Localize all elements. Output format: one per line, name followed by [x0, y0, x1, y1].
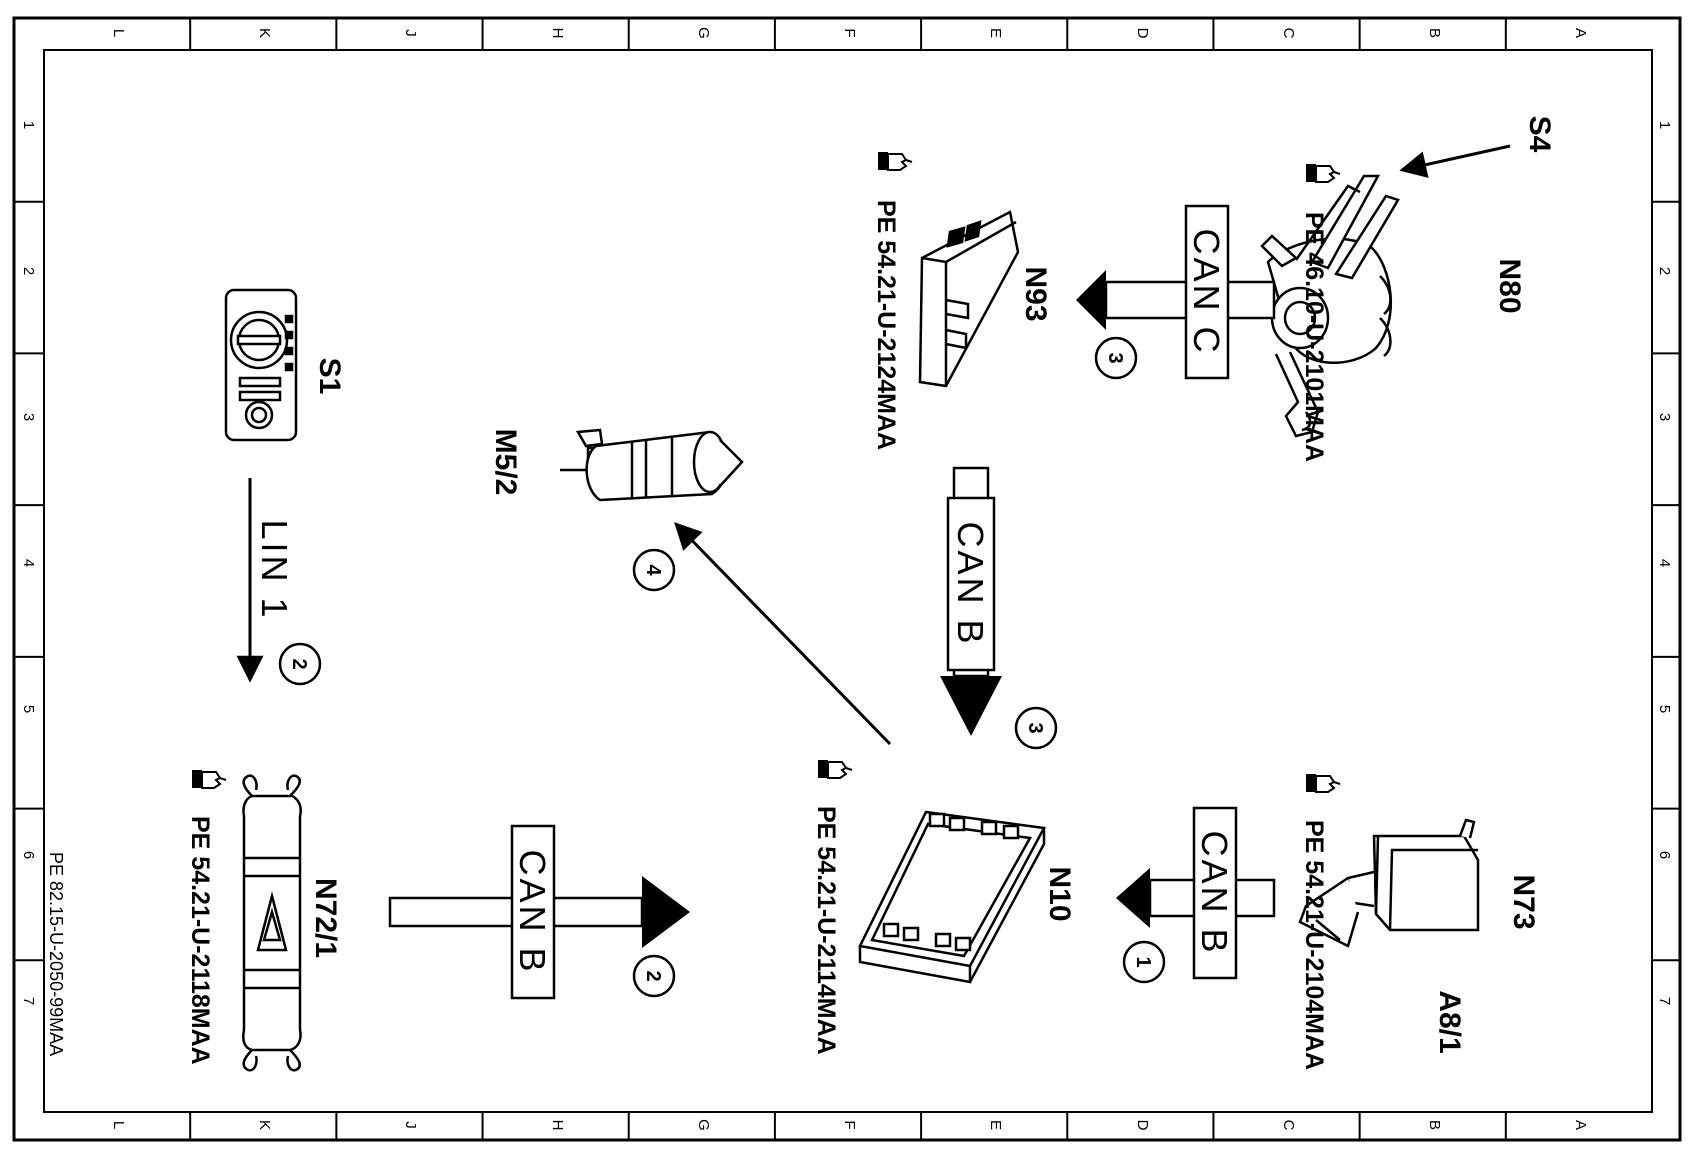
- grid-number-right: 5: [1656, 705, 1673, 713]
- grid-number-left: 5: [20, 705, 37, 713]
- can-b-connection-bottom: CAN B: [388, 824, 690, 1000]
- grid-number-left: 2: [20, 267, 37, 275]
- grid-number-right: 3: [1656, 413, 1673, 421]
- label-n72-1: N72/1: [309, 878, 342, 958]
- label-n93: N93: [1019, 266, 1052, 321]
- grid-letter-top: A: [1572, 28, 1589, 38]
- grid-number-left: 3: [20, 413, 37, 421]
- step-2-can: 2: [642, 970, 664, 981]
- grid-letter-bottom: G: [695, 1119, 712, 1131]
- reference-n73-text: PE 54.21-U-2104MAA: [1300, 820, 1328, 1070]
- reference-n72-1: PE 54.21-U-2118MAA: [186, 770, 227, 1065]
- grid-lines: [14, 18, 1680, 1140]
- grid-letter-bottom: D: [1134, 1120, 1151, 1131]
- reference-n72-1-text: PE 54.21-U-2118MAA: [186, 816, 214, 1065]
- can-b-bottom-label: CAN B: [512, 849, 553, 974]
- label-n10: N10: [1043, 866, 1076, 921]
- grid-number-left: 1: [20, 121, 37, 129]
- lin1-label: LIN 1: [254, 519, 295, 620]
- grid-letter-top: H: [549, 28, 566, 39]
- document-id: PE 82.15-U-2050-99MAA: [46, 852, 66, 1056]
- grid-number-left: 6: [20, 851, 37, 859]
- pointing-hand-icon: [878, 152, 913, 171]
- grid-letter-bottom: B: [1426, 1120, 1443, 1130]
- grid-letters-bottom: L K J H G F E D C B A: [110, 1119, 1589, 1131]
- component-labels: S4 N80 N93 S1 M5/2 N10 N73 A8/1 N72/1: [309, 116, 1556, 1054]
- grid-letter-top: B: [1426, 28, 1443, 38]
- reference-n80-text: PE 46.10-U-2101MAA: [1300, 212, 1328, 462]
- grid-letter-top: D: [1134, 28, 1151, 39]
- can-b-right-label: CAN B: [1194, 830, 1235, 955]
- step-1: 1: [1132, 956, 1154, 967]
- can-c-connection: CAN C: [1076, 204, 1276, 380]
- grid-numbers-right: 1 2 3 4 5 6 7: [1656, 121, 1673, 1005]
- grid-number-right: 1: [1656, 121, 1673, 129]
- grid-number-left: 4: [20, 559, 37, 567]
- can-b-connection-vertical: CAN B: [940, 466, 1002, 736]
- grid-letter-top: E: [987, 28, 1004, 38]
- upper-control-panel-icon: [242, 774, 302, 1072]
- step-circles: 3 3 1 4 2 2: [278, 336, 1166, 998]
- pointing-hand-icon: [1306, 774, 1341, 793]
- grid-letter-top: J: [402, 29, 419, 37]
- grid-frame: [12, 16, 1682, 1142]
- can-c-label: CAN C: [1186, 228, 1227, 355]
- step-2-lin: 2: [288, 658, 310, 669]
- grid-number-right: 7: [1656, 997, 1673, 1005]
- step-3-can-c: 3: [1104, 352, 1126, 363]
- reference-n93: PE 54.21-U-2124MAA: [872, 152, 913, 450]
- grid-number-right: 6: [1656, 851, 1673, 859]
- grid-numbers-left: 1 2 3 4 5 6 7: [20, 121, 37, 1005]
- grid-number-right: 2: [1656, 267, 1673, 275]
- pointing-hand-icon: [818, 760, 853, 779]
- s4-pointer-arrow: [1399, 144, 1511, 178]
- reference-n10: PE 54.21-U-2114MAA: [812, 760, 853, 1055]
- label-s4: S4: [1523, 116, 1556, 153]
- grid-letters-top: L K J H G F E D C B A: [110, 27, 1589, 39]
- grid-letter-top: G: [695, 27, 712, 39]
- step-3-can-b: 3: [1024, 722, 1046, 733]
- label-n73: N73: [1507, 874, 1540, 929]
- control-unit-n93-icon: [918, 210, 1020, 388]
- grid-number-right: 4: [1656, 559, 1673, 567]
- reference-n93-text: PE 54.21-U-2124MAA: [872, 200, 900, 450]
- label-m5-2: M5/2: [489, 429, 522, 496]
- grid-letter-bottom: J: [402, 1121, 419, 1129]
- can-b-top-label: CAN B: [950, 521, 991, 646]
- grid-number-left: 7: [20, 997, 37, 1005]
- n10-to-m5-arrow: [674, 522, 892, 746]
- grid-letter-bottom: C: [1280, 1120, 1297, 1131]
- grid-letter-top: C: [1280, 28, 1297, 39]
- grid-letter-bottom: L: [110, 1121, 127, 1129]
- ignition-switch-icon: [1298, 818, 1480, 948]
- reference-n80: PE 46.10-U-2101MAA: [1300, 164, 1341, 462]
- grid-letter-bottom: A: [1572, 1120, 1589, 1130]
- reference-n73: PE 54.21-U-2104MAA: [1300, 774, 1341, 1070]
- label-s1: S1: [313, 358, 346, 395]
- grid-letter-bottom: K: [256, 1120, 273, 1130]
- grid-letter-top: F: [841, 28, 858, 37]
- reference-n10-text: PE 54.21-U-2114MAA: [812, 806, 840, 1055]
- reference-labels: PE 46.10-U-2101MAA PE 54.21-U-2124MAA PE…: [186, 152, 1341, 1070]
- pointing-hand-icon: [192, 770, 227, 789]
- combination-switch-icon: [1260, 174, 1400, 438]
- grid-letter-top: K: [256, 28, 273, 38]
- can-b-connection-right: CAN B: [1116, 806, 1276, 980]
- grid-letter-top: L: [110, 29, 127, 37]
- step-4: 4: [642, 564, 664, 576]
- label-n80: N80: [1493, 258, 1526, 313]
- label-a8-1: A8/1: [1433, 990, 1466, 1053]
- grid-letter-bottom: E: [987, 1120, 1004, 1130]
- switch-panel-s1-icon: [224, 288, 298, 442]
- pointing-hand-icon: [1306, 164, 1341, 183]
- control-unit-n10-icon: [858, 810, 1046, 984]
- lin1-connection: LIN 1: [236, 478, 295, 683]
- grid-letter-bottom: H: [549, 1120, 566, 1131]
- washer-pump-motor-icon: [560, 428, 744, 502]
- grid-letter-bottom: F: [841, 1120, 858, 1129]
